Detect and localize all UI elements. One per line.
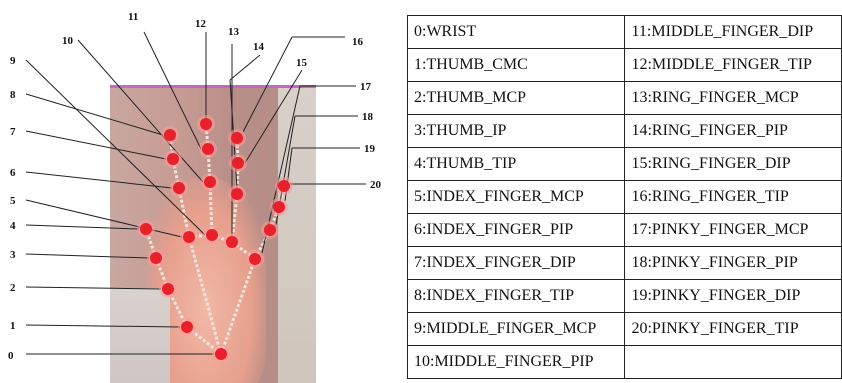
keypoint-number-label: 19 — [364, 143, 376, 155]
keypoint-number-label: 7 — [10, 126, 16, 138]
keypoint-number-label: 6 — [10, 167, 16, 179]
skeleton-bone — [221, 259, 255, 354]
keypoint-number-label: 15 — [296, 57, 308, 69]
keypoint-number-label: 5 — [10, 195, 16, 207]
landmark-name-cell: 11:MIDDLE_FINGER_DIP — [625, 16, 842, 49]
keypoint-labels: 01234567891011121314151617181920 — [8, 11, 382, 362]
keypoint — [150, 252, 162, 264]
keypoint — [204, 176, 216, 188]
keypoint — [226, 236, 238, 248]
landmark-name-cell: 18:PINKY_FINGER_PIP — [625, 247, 842, 280]
landmark-name-cell: 9:MIDDLE_FINGER_MCP — [408, 313, 625, 346]
keypoint — [173, 182, 185, 194]
keypoint-number-label: 3 — [10, 249, 16, 261]
table-row: 1:THUMB_CMC12:MIDDLE_FINGER_TIP — [408, 49, 842, 82]
keypoint — [273, 201, 285, 213]
landmark-name-cell: 17:PINKY_FINGER_MCP — [625, 214, 842, 247]
landmark-name-cell: 12:MIDDLE_FINGER_TIP — [625, 49, 842, 82]
keypoint-number-label: 1 — [10, 320, 16, 332]
empty-cell — [625, 346, 842, 379]
landmark-name-cell: 13:RING_FINGER_MCP — [625, 82, 842, 115]
keypoint-number-label: 16 — [352, 36, 364, 48]
landmark-overlay: 01234567891011121314151617181920 — [0, 0, 400, 383]
keypoint-number-label: 0 — [8, 350, 14, 362]
landmark-name-cell: 8:INDEX_FINGER_TIP — [408, 280, 625, 313]
landmark-name-cell: 19:PINKY_FINGER_DIP — [625, 280, 842, 313]
keypoint-number-label: 8 — [10, 89, 16, 101]
leader-line — [26, 60, 205, 235]
table-row: 2:THUMB_MCP13:RING_FINGER_MCP — [408, 82, 842, 115]
keypoint-number-label: 4 — [10, 220, 16, 232]
landmark-name-cell: 0:WRIST — [408, 16, 625, 49]
leader-line — [26, 254, 149, 258]
keypoint-number-label: 10 — [62, 35, 74, 47]
leader-line — [26, 325, 180, 327]
keypoint — [164, 129, 176, 141]
keypoint — [162, 283, 174, 295]
leader-line — [26, 225, 139, 229]
landmark-name-cell: 15:RING_FINGER_DIP — [625, 148, 842, 181]
keypoint — [232, 157, 244, 169]
landmark-name-cell: 20:PINKY_FINGER_TIP — [625, 313, 842, 346]
keypoint — [215, 348, 227, 360]
keypoint-number-label: 14 — [253, 41, 265, 53]
landmark-table-body: 0:WRIST11:MIDDLE_FINGER_DIP1:THUMB_CMC12… — [408, 16, 842, 379]
table-row: 6:INDEX_FINGER_PIP17:PINKY_FINGER_MCP — [408, 214, 842, 247]
keypoint — [206, 229, 218, 241]
hand-landmark-figure: 01234567891011121314151617181920 — [0, 0, 400, 383]
keypoint — [181, 321, 193, 333]
keypoints — [137, 115, 293, 363]
keypoint-number-label: 17 — [360, 81, 372, 93]
leader-line — [78, 40, 203, 182]
keypoint — [278, 180, 290, 192]
table-row: 9:MIDDLE_FINGER_MCP20:PINKY_FINGER_TIP — [408, 313, 842, 346]
landmark-name-cell: 14:RING_FINGER_PIP — [625, 115, 842, 148]
leader-line — [26, 172, 172, 188]
keypoint-number-label: 13 — [228, 26, 240, 38]
landmark-name-cell: 10:MIDDLE_FINGER_PIP — [408, 346, 625, 379]
landmark-name-cell: 16:RING_FINGER_TIP — [625, 181, 842, 214]
table-row: 10:MIDDLE_FINGER_PIP — [408, 346, 842, 379]
keypoint-number-label: 11 — [128, 11, 138, 23]
table-row: 7:INDEX_FINGER_DIP18:PINKY_FINGER_PIP — [408, 247, 842, 280]
landmark-name-cell: 5:INDEX_FINGER_MCP — [408, 181, 625, 214]
leader-line — [26, 287, 161, 289]
keypoint — [264, 224, 276, 236]
keypoint — [249, 253, 261, 265]
table-row: 5:INDEX_FINGER_MCP16:RING_FINGER_TIP — [408, 181, 842, 214]
landmark-name-cell: 6:INDEX_FINGER_PIP — [408, 214, 625, 247]
leader-line — [230, 55, 260, 80]
leader-line — [243, 37, 292, 132]
keypoint — [140, 223, 152, 235]
landmark-name-cell: 2:THUMB_MCP — [408, 82, 625, 115]
landmark-name-cell: 1:THUMB_CMC — [408, 49, 625, 82]
keypoint — [231, 132, 243, 144]
keypoint — [231, 188, 243, 200]
keypoint — [200, 118, 212, 130]
leader-line — [26, 94, 163, 135]
table-row: 8:INDEX_FINGER_TIP19:PINKY_FINGER_DIP — [408, 280, 842, 313]
keypoint-number-label: 18 — [362, 111, 374, 123]
landmark-name-cell: 3:THUMB_IP — [408, 115, 625, 148]
leader-lines — [26, 32, 366, 354]
keypoint — [183, 231, 195, 243]
skeleton-bone — [189, 237, 221, 354]
table-row: 4:THUMB_TIP15:RING_FINGER_DIP — [408, 148, 842, 181]
leader-line — [26, 131, 166, 159]
leader-line — [26, 200, 182, 237]
keypoint-number-label: 9 — [10, 55, 16, 67]
landmark-table: 0:WRIST11:MIDDLE_FINGER_DIP1:THUMB_CMC12… — [407, 15, 842, 379]
keypoint-number-label: 12 — [195, 18, 207, 30]
keypoint — [202, 143, 214, 155]
keypoint — [167, 153, 179, 165]
keypoint-number-label: 20 — [370, 179, 382, 191]
landmark-name-cell: 4:THUMB_TIP — [408, 148, 625, 181]
landmark-name-cell: 7:INDEX_FINGER_DIP — [408, 247, 625, 280]
table-row: 3:THUMB_IP14:RING_FINGER_PIP — [408, 115, 842, 148]
keypoint-number-label: 2 — [10, 282, 16, 294]
table-row: 0:WRIST11:MIDDLE_FINGER_DIP — [408, 16, 842, 49]
